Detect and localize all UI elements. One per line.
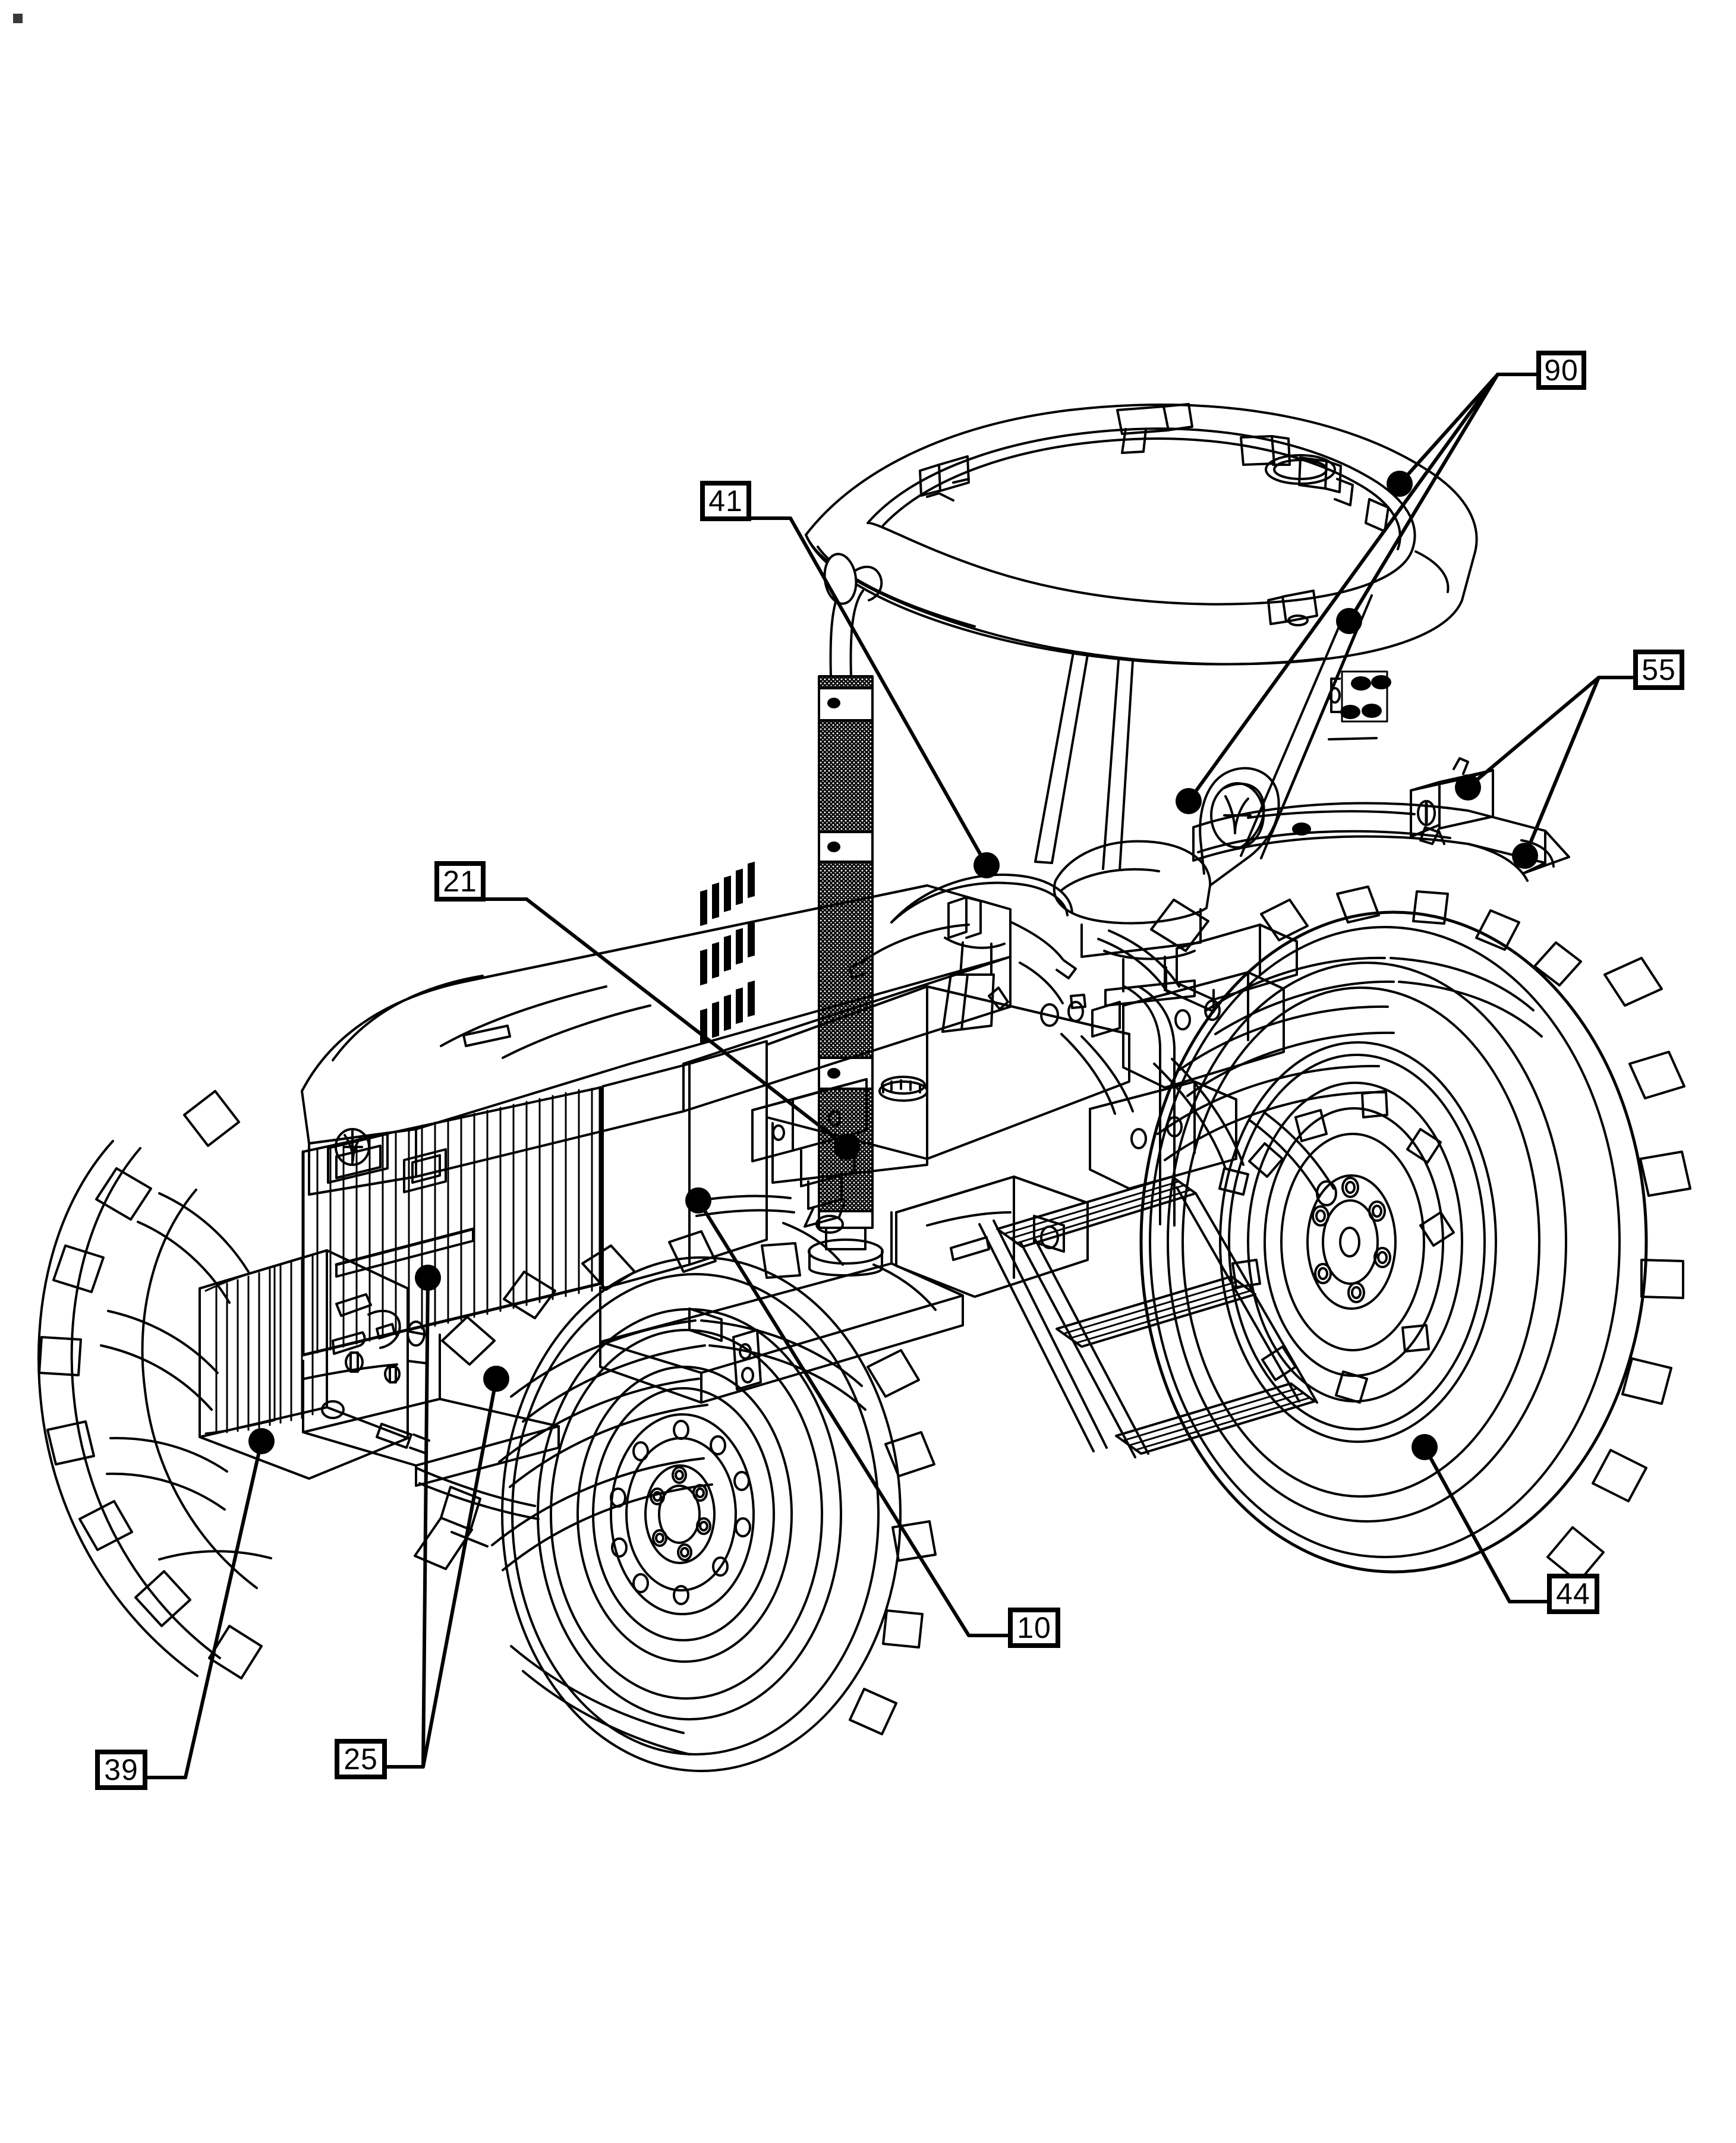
callout-10[interactable]: 10 [1008, 1608, 1060, 1648]
front-hydraulic-lines [688, 1195, 937, 1342]
front-grille [301, 1086, 602, 1357]
steering-wheel [890, 873, 1073, 1033]
callout-44[interactable]: 44 [1547, 1574, 1599, 1614]
callout-25[interactable]: 25 [335, 1739, 387, 1779]
callout-41[interactable]: 41 [700, 481, 751, 521]
registration-mark [13, 14, 23, 23]
callout-21[interactable]: 21 [434, 861, 486, 902]
fuel-tank-platform [765, 985, 1130, 1184]
callout-90[interactable]: 90 [1536, 351, 1586, 390]
chassis-frame [302, 1211, 964, 1570]
exhaust-stack [808, 553, 884, 1277]
engine-side-screen [601, 861, 768, 1290]
front-ballast-weight [199, 1249, 428, 1480]
rear-linkage [1097, 929, 1337, 1206]
rops-bolt-bosses [1292, 670, 1391, 836]
front-panel [308, 1128, 447, 1196]
rops-canopy [805, 403, 1478, 666]
control-levers [849, 921, 1086, 1027]
rear-wheel [1139, 885, 1691, 1583]
new-holland-logo-front [335, 1128, 370, 1166]
work-lamp-assembly [1410, 757, 1494, 845]
rops-posts [1034, 594, 1373, 871]
transmission-housing [895, 1176, 1089, 1298]
front-wheel [441, 1230, 937, 1772]
operator-steps [978, 985, 1318, 1458]
callout-39[interactable]: 39 [95, 1750, 147, 1790]
callout-55[interactable]: 55 [1633, 650, 1684, 690]
left-front-wheel [37, 1090, 272, 1679]
